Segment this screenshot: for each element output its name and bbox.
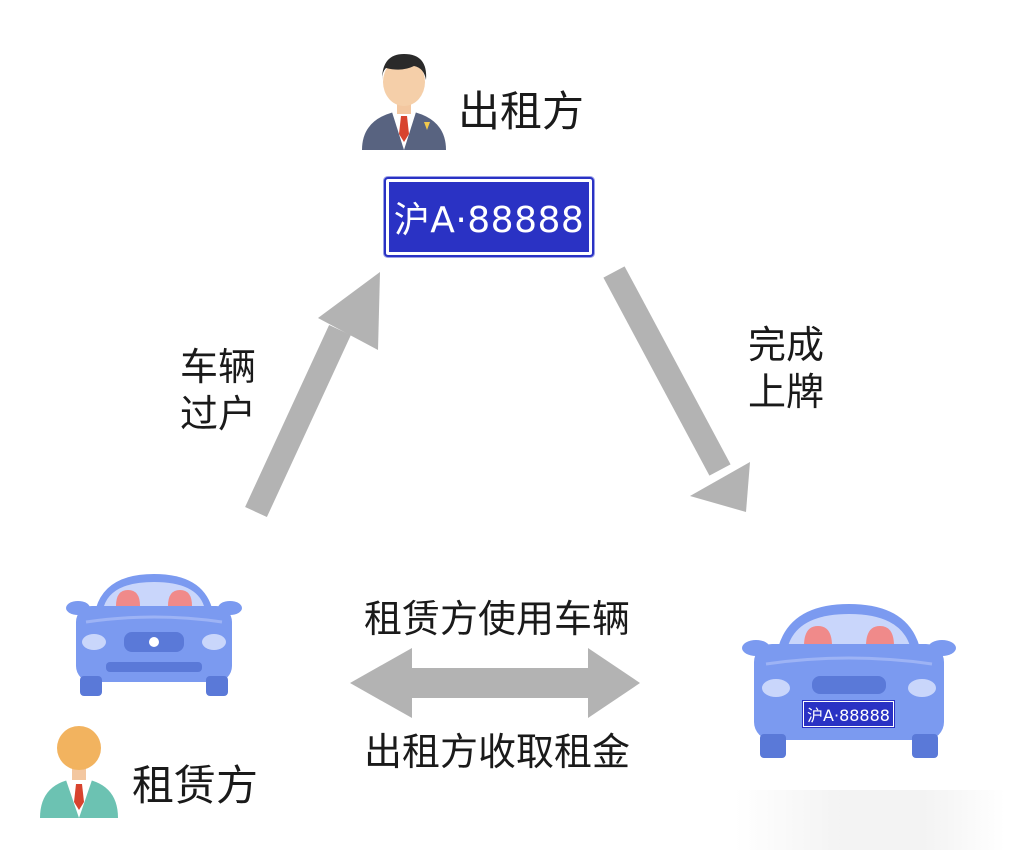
edge-register-line2: 上牌 (748, 370, 825, 414)
arrow-up-right (245, 272, 380, 518)
edge-transfer-line2: 过户 (180, 392, 257, 436)
car-shadow (735, 790, 1005, 850)
lessor-label: 出租方 (458, 87, 585, 136)
edge-register-line1: 完成 (748, 323, 825, 367)
edge-use-label: 租赁方使用车辆 (364, 597, 631, 641)
edge-transfer-line1: 车辆 (180, 345, 257, 389)
edge-rent-label: 出租方收取租金 (364, 730, 631, 774)
car-left-icon (66, 574, 242, 696)
car-right-icon (742, 604, 956, 758)
lessee-person-icon (40, 726, 118, 818)
arrow-down-right (603, 266, 750, 512)
license-plate: 沪A·88888 (384, 177, 594, 257)
car-license-plate: 沪A·88888 (802, 700, 895, 728)
lessor-businessman-icon (362, 54, 446, 150)
license-plate-text: 沪A·88888 (393, 200, 585, 241)
car-license-plate-text: 沪A·88888 (807, 706, 890, 725)
lessee-label: 租赁方 (132, 761, 259, 810)
arrow-bidirectional (350, 648, 640, 718)
